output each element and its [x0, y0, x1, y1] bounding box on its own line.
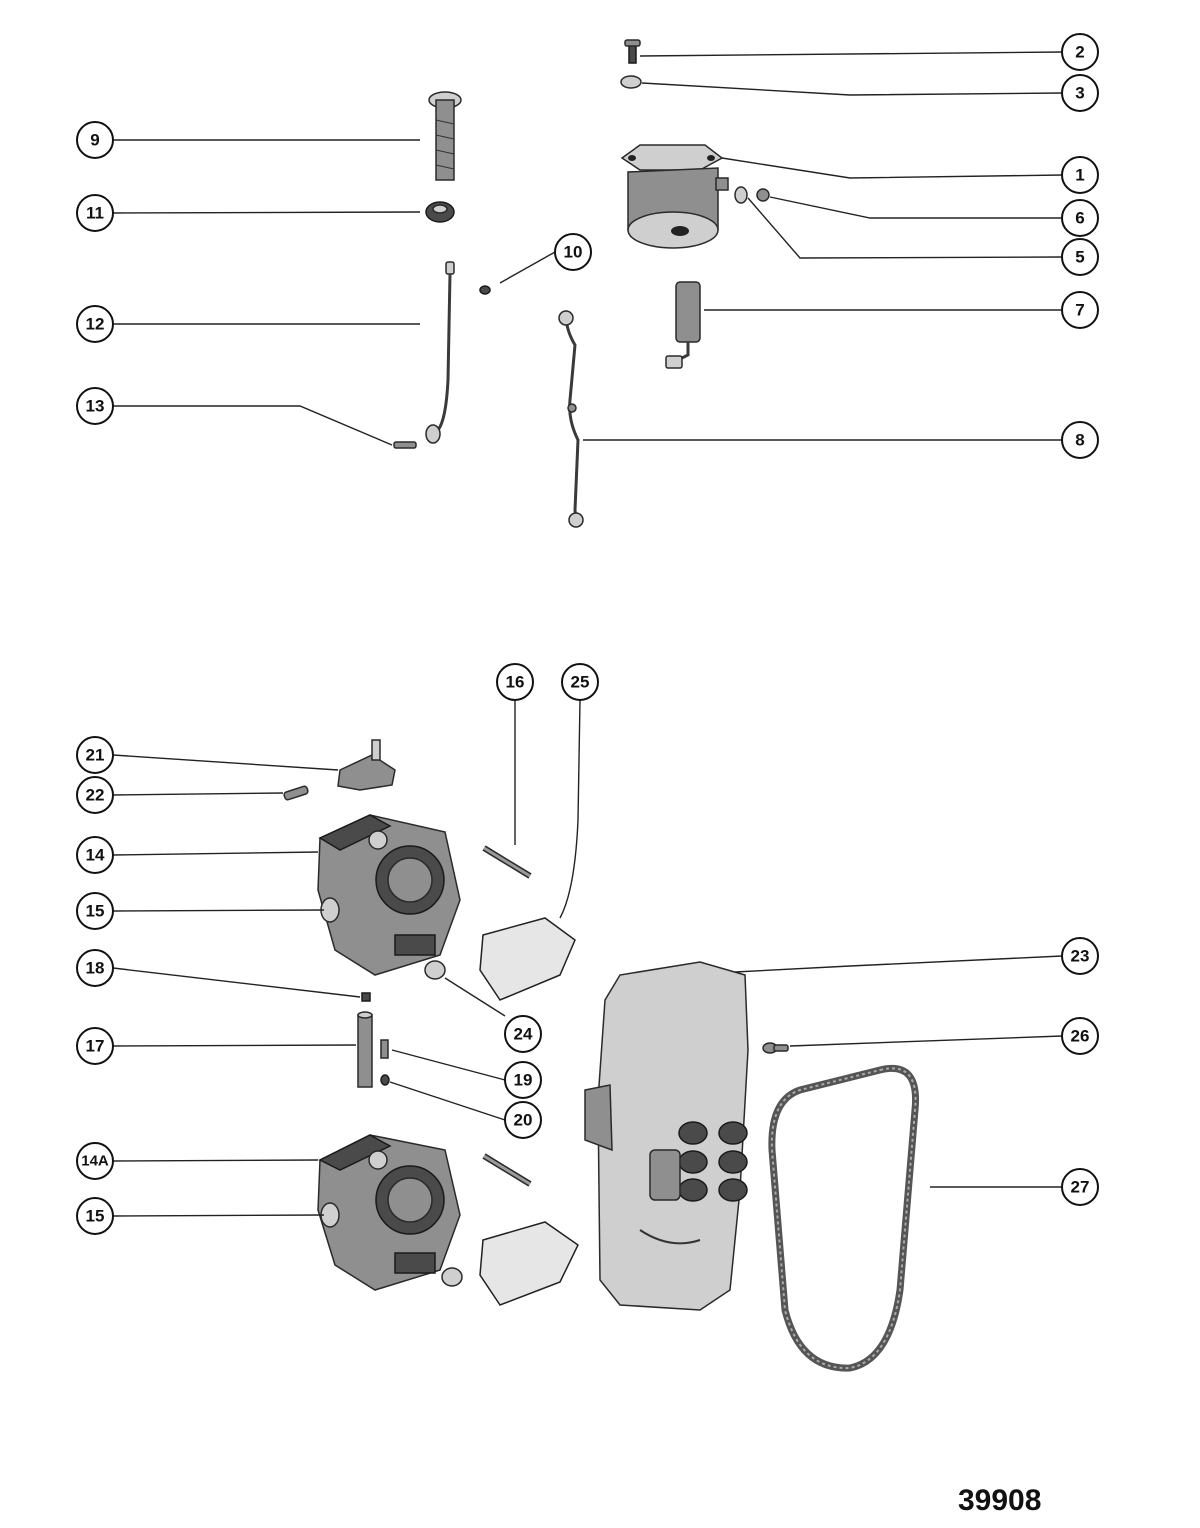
part-23-manifold [584, 961, 749, 1311]
callout-7: 7 [1061, 291, 1099, 329]
callout-11: 11 [76, 194, 114, 232]
callout-13: 13 [76, 387, 114, 425]
callout-14: 14 [76, 836, 114, 874]
callout-20: 20 [504, 1101, 542, 1139]
callout-1-label: 1 [1075, 166, 1084, 185]
part-7-connector [665, 281, 701, 369]
part-13-screw [393, 441, 417, 449]
callout-23-label: 23 [1071, 947, 1090, 966]
callout-27-label: 27 [1071, 1178, 1090, 1197]
callout-2-label: 2 [1075, 43, 1084, 62]
callout-3-label: 3 [1075, 84, 1084, 103]
part-14-carburetor [317, 814, 461, 976]
part-27-gasket [768, 1065, 920, 1372]
part-6-nut [756, 188, 770, 202]
callout-23: 23 [1061, 937, 1099, 975]
callout-26: 26 [1061, 1017, 1099, 1055]
callout-10-label: 10 [564, 243, 583, 262]
part-11-grommet [425, 201, 455, 223]
callout-17: 17 [76, 1027, 114, 1065]
callout-21-label: 21 [86, 746, 105, 765]
part-19-screw [380, 1039, 389, 1059]
callout-9: 9 [76, 121, 114, 159]
callout-9-label: 9 [90, 131, 99, 150]
callout-16: 16 [496, 663, 534, 701]
callout-25-label: 25 [571, 673, 590, 692]
callout-16-label: 16 [506, 673, 525, 692]
part-9-bolt [428, 91, 462, 181]
callout-17-label: 17 [86, 1037, 105, 1056]
callout-19: 19 [504, 1061, 542, 1099]
part-25-gasket-upper [479, 917, 576, 1001]
callout-7-label: 7 [1075, 301, 1084, 320]
callout-25: 25 [561, 663, 599, 701]
part-12-lead-wire [425, 261, 455, 444]
callout-2: 2 [1061, 33, 1099, 71]
callout-22: 22 [76, 776, 114, 814]
callout-6-label: 6 [1075, 209, 1084, 228]
lower-o-ring [441, 1267, 463, 1287]
manifold-ports [649, 1121, 748, 1202]
callout-13-label: 13 [86, 397, 105, 416]
part-20-washer [380, 1074, 390, 1086]
lower-gasket [479, 1221, 579, 1306]
part-21-bracket [337, 739, 396, 791]
callout-24: 24 [504, 1015, 542, 1053]
callout-14a-label: 14A [81, 1153, 109, 1170]
callout-20-label: 20 [514, 1111, 533, 1130]
callout-15-lower-label: 15 [86, 1207, 105, 1226]
callout-18-label: 18 [86, 959, 105, 978]
part-5-washer [734, 186, 748, 204]
part-1-solenoid [620, 144, 729, 249]
callout-14a: 14A [76, 1142, 114, 1180]
callout-27: 27 [1061, 1168, 1099, 1206]
callout-14-label: 14 [86, 846, 105, 865]
callout-21: 21 [76, 736, 114, 774]
figure-number: 39908 [958, 1484, 1042, 1517]
part-26-screw [762, 1042, 789, 1054]
callout-1: 1 [1061, 156, 1099, 194]
part-22-screw [283, 785, 309, 801]
part-2-screw [624, 39, 641, 64]
part-17-tube [357, 1011, 373, 1088]
callout-5: 5 [1061, 238, 1099, 276]
callout-6: 6 [1061, 199, 1099, 237]
callout-15-upper: 15 [76, 892, 114, 930]
callout-19-label: 19 [514, 1071, 533, 1090]
callout-18: 18 [76, 949, 114, 987]
callout-15-upper-label: 15 [86, 902, 105, 921]
callout-11-label: 11 [86, 204, 104, 223]
callout-8-label: 8 [1075, 431, 1084, 450]
lower-long-bolt [482, 1153, 532, 1187]
callout-22-label: 22 [86, 786, 105, 805]
leader-lines [112, 51, 1063, 1217]
callout-26-label: 26 [1071, 1027, 1090, 1046]
callout-12: 12 [76, 305, 114, 343]
part-14a-carburetor [317, 1134, 461, 1291]
callout-10: 10 [554, 233, 592, 271]
part-18-plug [361, 992, 371, 1002]
part-10-screw [479, 285, 491, 295]
part-24-o-ring [424, 960, 446, 980]
callout-8: 8 [1061, 421, 1099, 459]
part-3-washer [620, 75, 642, 89]
part-8-wire-harness [558, 310, 584, 528]
callout-12-label: 12 [86, 315, 105, 334]
callout-15-lower: 15 [76, 1197, 114, 1235]
part-16-long-bolt [482, 845, 532, 879]
callout-24-label: 24 [514, 1025, 533, 1044]
callout-5-label: 5 [1075, 248, 1084, 267]
callout-3: 3 [1061, 74, 1099, 112]
